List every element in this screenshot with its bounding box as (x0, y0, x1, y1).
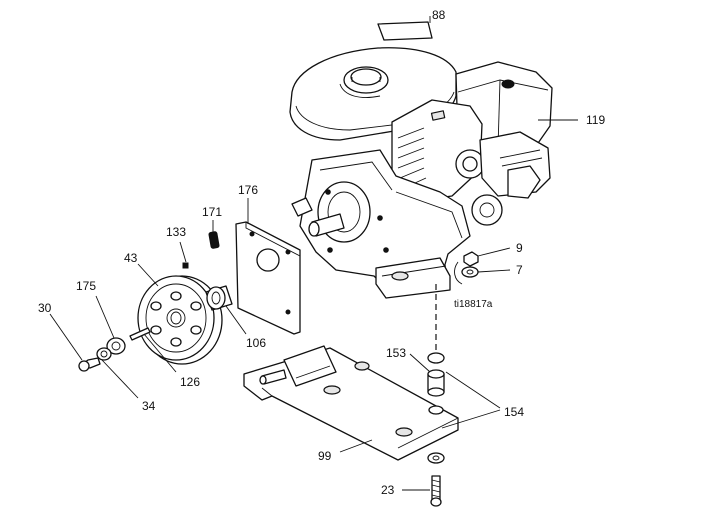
part-176-bracket (235, 198, 301, 335)
part-154-washer (427, 452, 445, 464)
part-34-lockwasher (96, 347, 139, 399)
part-7-washer (454, 261, 511, 285)
part-126-key (129, 327, 177, 373)
part-43-pulley (137, 263, 223, 365)
part-99-base (243, 345, 459, 461)
part-133-key (179, 241, 189, 269)
part-175-washer (95, 295, 126, 355)
figure-code: ti18817a (454, 299, 493, 310)
callout-23: 23 (381, 483, 395, 497)
callout-30: 30 (38, 301, 52, 315)
leader-154 (441, 371, 501, 429)
callout-99: 99 (318, 449, 332, 463)
callout-176: 176 (238, 183, 258, 197)
callout-153: 153 (386, 346, 406, 360)
engine-assembly (289, 47, 578, 299)
part-30-screw (49, 313, 101, 372)
part-171-setscrew (208, 220, 220, 249)
callout-175: 175 (76, 279, 96, 293)
callout-43: 43 (124, 251, 138, 265)
callout-154: 154 (504, 405, 524, 419)
callout-88: 88 (432, 8, 446, 22)
part-153-isolator (409, 352, 445, 397)
callout-133: 133 (166, 225, 186, 239)
callout-34: 34 (142, 399, 156, 413)
part-106-spacer (205, 285, 247, 335)
callout-171: 171 (202, 205, 222, 219)
callout-106: 106 (246, 336, 266, 350)
callout-119: 119 (586, 113, 605, 127)
part-88-decal (377, 16, 433, 41)
callout-126: 126 (180, 375, 200, 389)
part-9-nut (463, 247, 511, 267)
part-23-bolt (402, 475, 442, 507)
callout-7: 7 (516, 263, 523, 277)
callout-9: 9 (516, 241, 523, 255)
